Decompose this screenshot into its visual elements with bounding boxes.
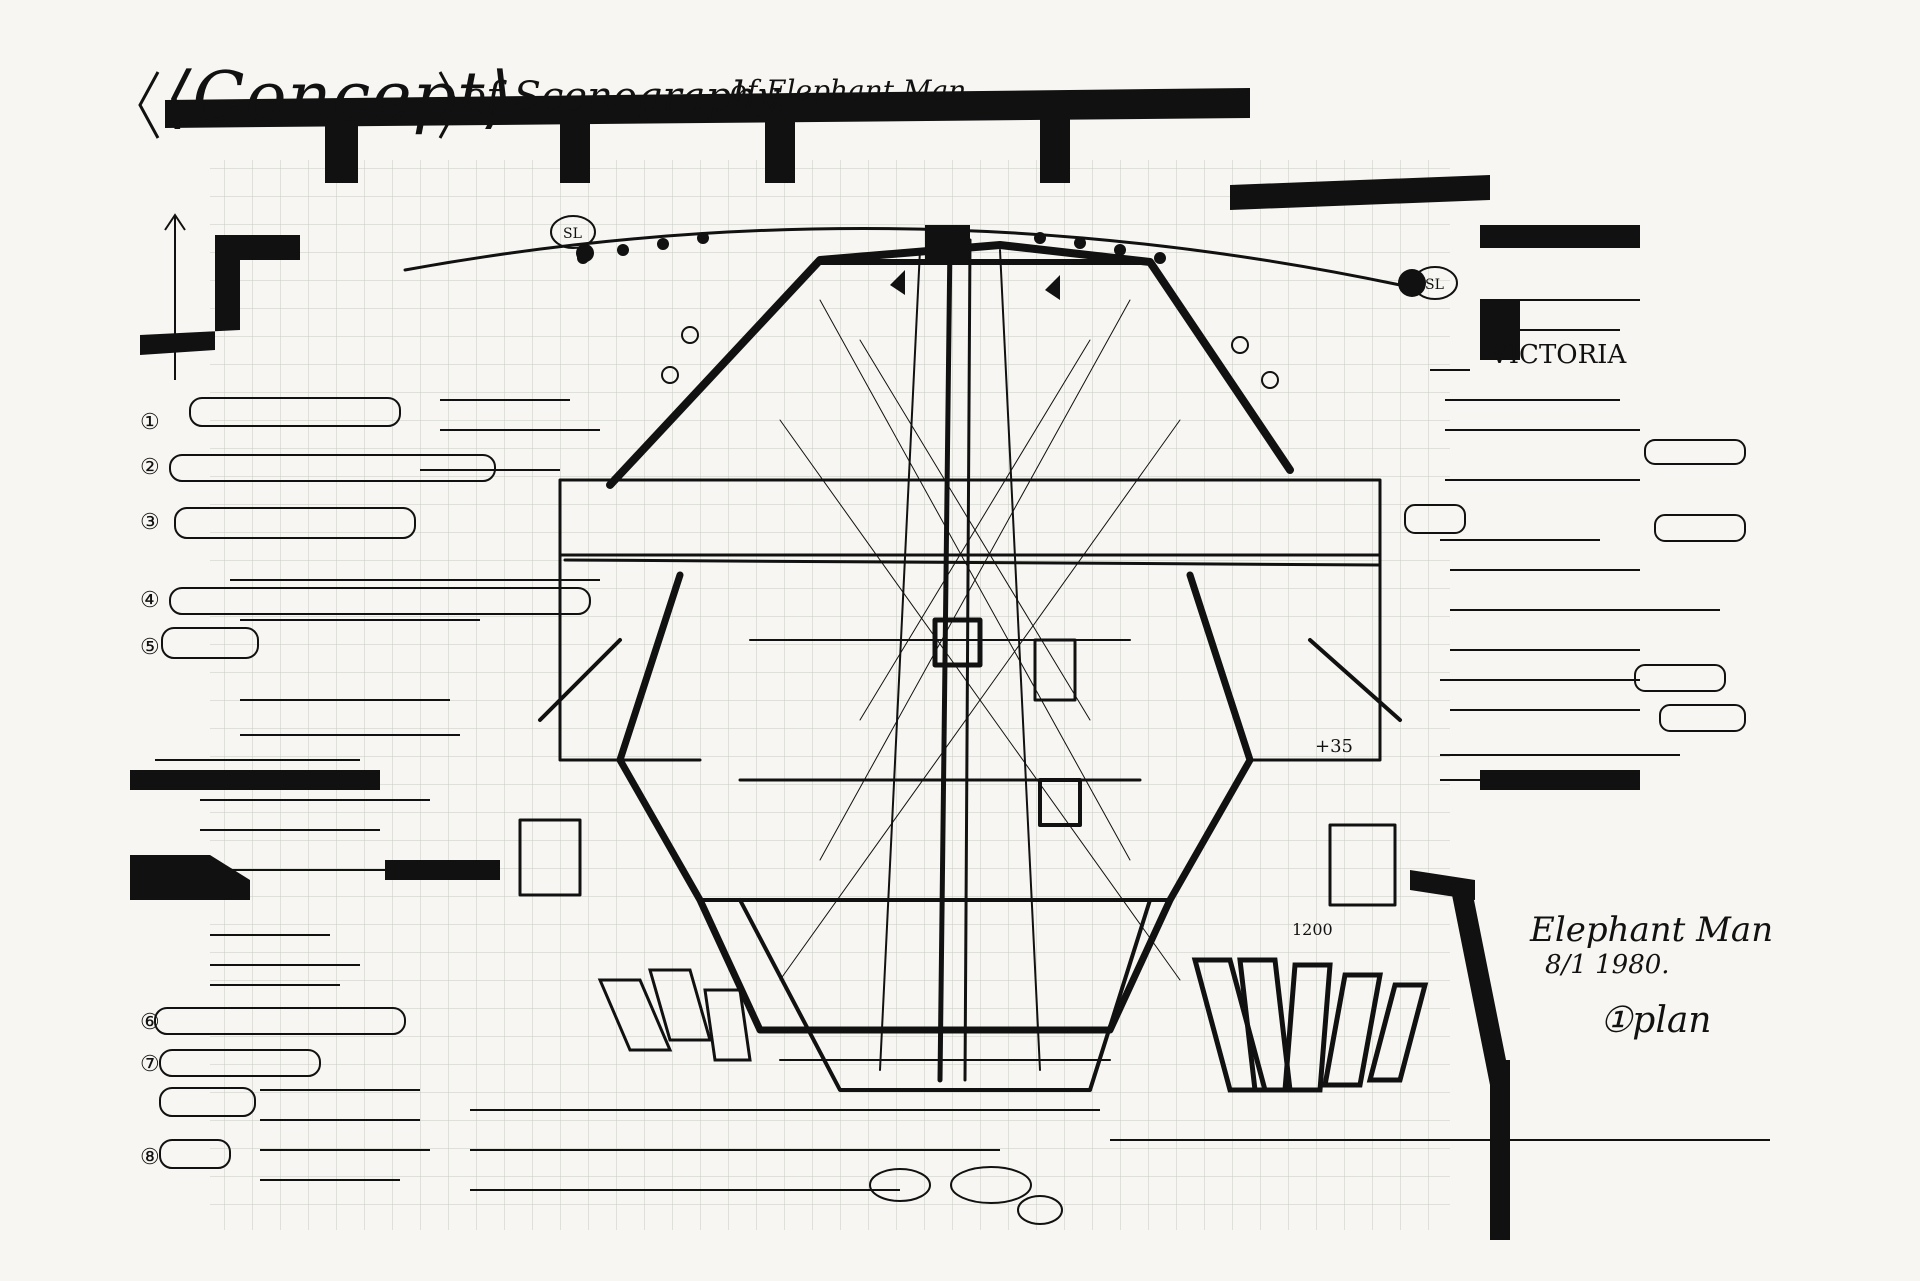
dimension-1200: 1200 xyxy=(1292,920,1333,939)
left-seating xyxy=(597,968,752,1062)
dimension-35: +35 xyxy=(1315,736,1353,757)
list-number-8: ⑧ xyxy=(140,1145,160,1170)
date: 8/1 1980. xyxy=(1545,950,1670,980)
label-victoria: VICTORIA xyxy=(1490,340,1627,370)
seating-blocks xyxy=(1191,957,1429,1093)
list-number-7: ⑦ xyxy=(140,1052,160,1077)
title-concept: ⟨Concept⟩ xyxy=(165,58,514,137)
sl-right-label: SL xyxy=(1425,277,1444,293)
sl-right-marker xyxy=(1412,266,1458,300)
plan-label: ①plan xyxy=(1600,1000,1712,1041)
sl-left-marker xyxy=(550,215,596,249)
signature: Elephant Man xyxy=(1530,910,1774,950)
stage-plan xyxy=(403,226,1402,1092)
list-number-6: ⑥ xyxy=(140,1010,160,1035)
list-number-3: ③ xyxy=(140,510,160,535)
right-annotations xyxy=(1404,299,1746,781)
list-number-4: ④ xyxy=(140,588,160,613)
venue-walls xyxy=(130,88,1640,1240)
list-number-5: ⑤ xyxy=(140,635,160,660)
title-elephant-man: of Elephant Man xyxy=(730,74,967,107)
title-of-scenography: of Scenography. xyxy=(462,74,787,120)
left-annotations xyxy=(154,397,600,1181)
up-arrow xyxy=(164,213,186,380)
list-number-1: ① xyxy=(140,410,160,435)
bottom-annotations xyxy=(470,1109,1770,1225)
list-number-2: ② xyxy=(140,455,160,480)
sl-left-label: SL xyxy=(563,226,582,242)
title-bracket xyxy=(138,71,460,139)
